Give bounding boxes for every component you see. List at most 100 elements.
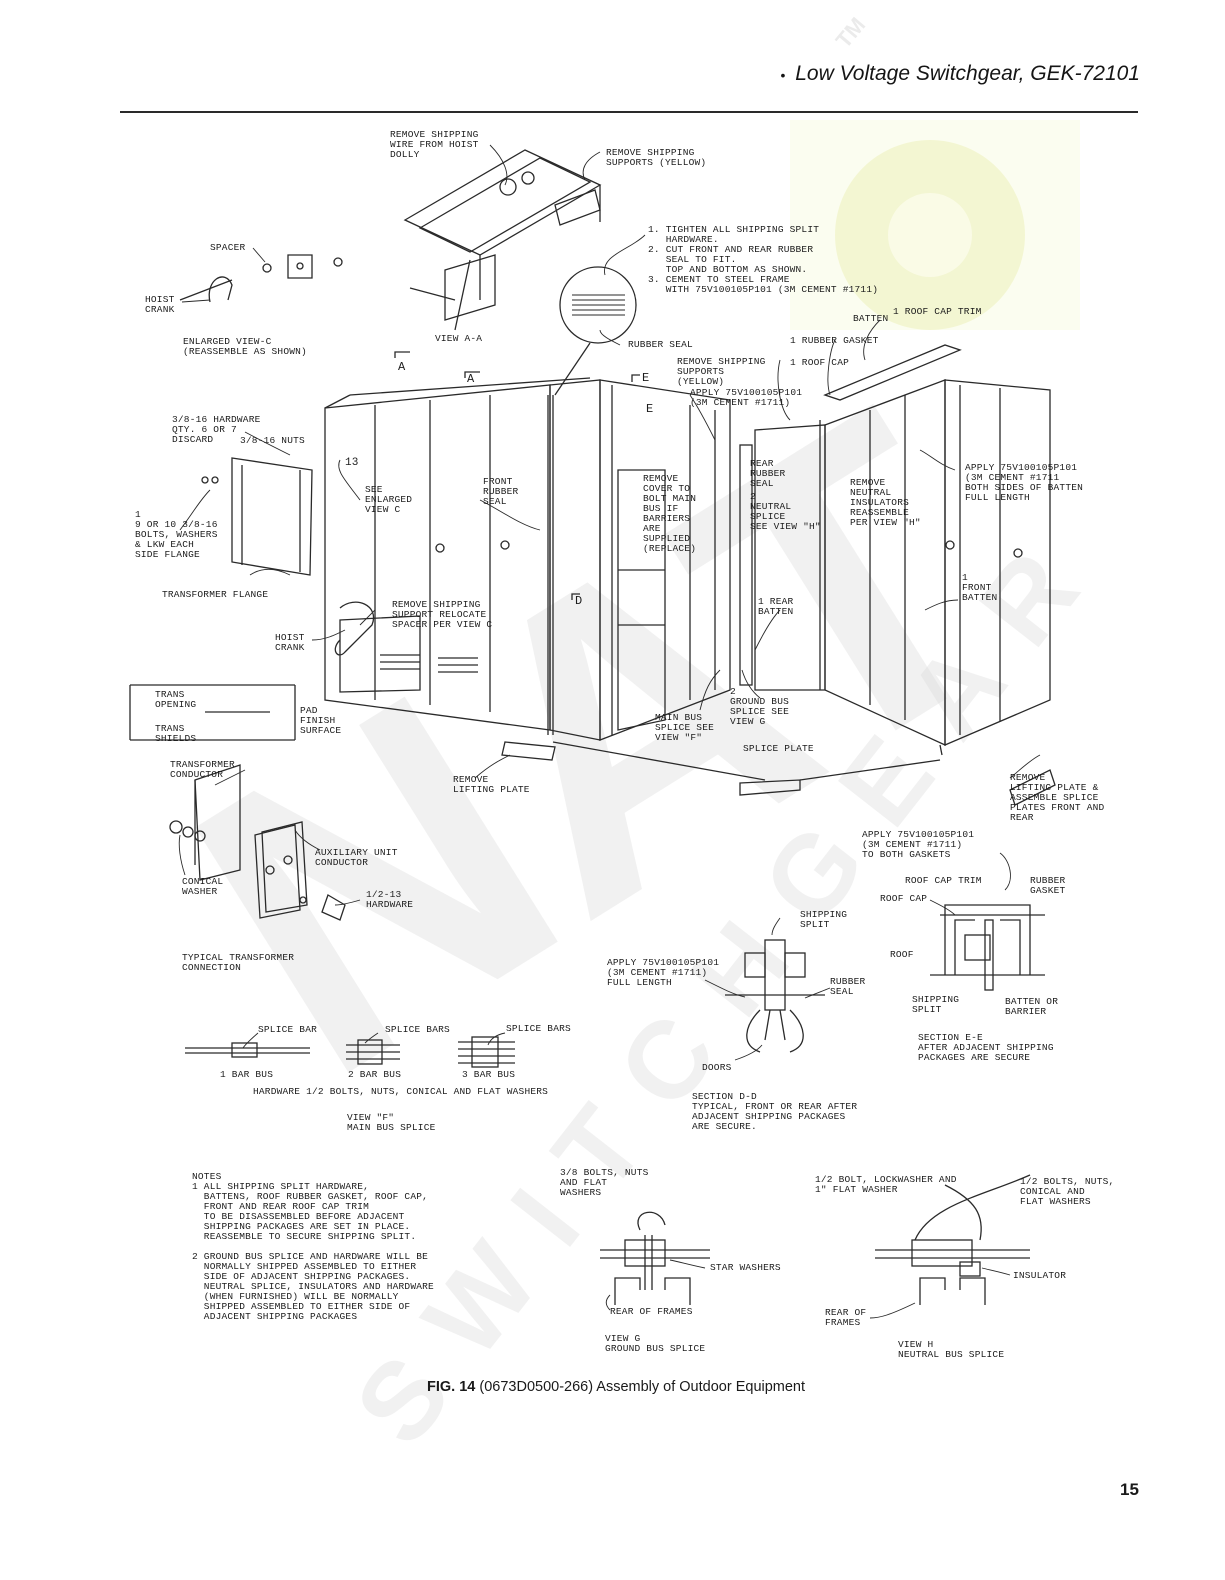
label-see-enlarged-view-c: SEE ENLARGED VIEW C [365,484,413,515]
label-bolt-lockwasher: 1/2 BOLT, LOCKWASHER AND 1" FLAT WASHER [815,1174,957,1195]
label-enlarged-view-c: ENLARGED VIEW-C (REASSEMBLE AS SHOWN) [183,336,307,357]
label-trans-shields: TRANS SHIELDS [155,723,197,744]
label-notes: NOTES 1 ALL SHIPPING SPLIT HARDWARE, BAT… [192,1171,434,1322]
figure-caption: FIG. 14 (0673D0500-266) Assembly of Outd… [427,1379,805,1395]
header-rule [120,111,1138,113]
lifting-plate-right [1009,769,1056,806]
label-star-washers: STAR WASHERS [710,1262,781,1273]
label-remove-support-relocate: REMOVE SHIPPING SUPPORT RELOCATE SPACER … [392,599,493,630]
label-splice-bar: SPLICE BAR [258,1024,318,1035]
hoist-crank-drawing [334,601,375,656]
label-transformer-conductor: TRANSFORMER CONDUCTOR [170,759,235,780]
label-hardware-bolts: HARDWARE 1/2 BOLTS, NUTS, CONICAL AND FL… [253,1086,549,1097]
label-ground-bus-splice-g: 2 GROUND BUS SPLICE SEE VIEW G [730,686,790,727]
label-remove-neutral-insulators: REMOVE NEUTRAL INSULATORS REASSEMBLE PER… [850,477,921,528]
label-section-dd: SECTION D-D TYPICAL, FRONT OR REAR AFTER… [692,1091,858,1132]
label-apply-cement-batten: APPLY 75V100105P101 (3M CEMENT #1711 BOT… [965,462,1084,503]
label-bolts-nuts-flat: 3/8 BOLTS, NUTS AND FLAT WASHERS [560,1167,649,1198]
label-transformer-flange: TRANSFORMER FLANGE [162,589,269,600]
label-apply-cement-full-length: APPLY 75V100105P101 (3M CEMENT #1711) FU… [607,957,720,988]
label-remove-lifting-plate: REMOVE LIFTING PLATE [453,774,530,795]
label-instructions: 1. TIGHTEN ALL SHIPPING SPLIT HARDWARE. … [648,224,879,295]
label-rubber-gasket-top: 1 RUBBER GASKET [790,335,879,346]
label-rear-of-frames-g: REAR OF FRAMES [610,1306,693,1317]
figure-number: FIG. 14 [427,1379,476,1395]
label-hoist-crank-c: HOIST CRANK [145,294,175,315]
label-shipping-split-d: SHIPPING SPLIT [800,909,848,930]
label-auxiliary-unit-conductor: AUXILIARY UNIT CONDUCTOR [315,847,398,868]
section-ee-drawing [930,904,1045,991]
label-splice-bars-3: SPLICE BARS [506,1023,571,1034]
section-a-right-label: A [467,372,475,386]
label-main-bus-splice: MAIN BUS SPLICE SEE VIEW "F" [655,712,715,743]
label-rubber-seal-top: RUBBER SEAL [628,339,693,350]
label-bolts-washers: 1 9 OR 10 3/8-16 BOLTS, WASHERS & LKW EA… [135,509,218,560]
label-hardware-1213: 1/2-13 HARDWARE [366,889,414,910]
label-hardware-discard: 3/8-16 HARDWARE QTY. 6 OR 7 DISCARD [172,414,261,445]
label-view-f: VIEW "F" MAIN BUS SPLICE [347,1112,436,1133]
section-d-label: D [575,594,583,608]
label-bar-bus-2: 2 BAR BUS [348,1069,402,1080]
view-h-drawing [875,1174,1031,1305]
header-title: Low Voltage Switchgear, GEK-72101 [795,62,1140,85]
label-view-aa: VIEW A-A [435,333,483,344]
label-insulator: INSULATOR [1013,1270,1067,1281]
label-apply-cement-mid: APPLY 75V100105P101 (3M CEMENT #1711) [690,387,803,408]
label-remove-lifting-plate-assemble: REMOVE LIFTING PLATE & ASSEMBLE SPLICE P… [1010,772,1105,823]
label-roof-cap-e: ROOF CAP [880,893,928,904]
switchgear-right-section [819,344,1051,756]
label-front-rubber-seal: FRONT RUBBER SEAL [483,476,519,507]
label-apply-cement-gaskets: APPLY 75V100105P101 (3M CEMENT #1711) TO… [862,829,975,860]
label-splice-bars-2: SPLICE BARS [385,1024,450,1035]
label-batten-or-barrier: BATTEN OR BARRIER [1005,996,1059,1017]
label-bar-bus-3: 3 BAR BUS [462,1069,516,1080]
label-batten-top: BATTEN [853,313,889,324]
label-pad-finish-surface: PAD FINISH SURFACE [300,705,342,736]
label-trans-opening: TRANS OPENING [155,689,197,710]
label-doors: DOORS [702,1062,732,1073]
label-hoist-crank-main: HOIST CRANK [275,632,305,653]
figure-caption-text: (0673D0500-266) Assembly of Outdoor Equi… [479,1379,806,1395]
label-rear-batten: 1 REAR BATTEN [758,596,794,617]
splice-plate [739,779,801,796]
label-shipping-split-e: SHIPPING SPLIT [912,994,960,1015]
label-typical-transformer-connection: TYPICAL TRANSFORMER CONNECTION [182,952,295,973]
label-nuts-3816: 3/8-16 NUTS [240,435,305,446]
label-spacer: SPACER [210,242,246,253]
label-rubber-seal-d: RUBBER SEAL [830,976,866,997]
label-roof-e: ROOF [890,949,914,960]
section-markers [394,351,640,600]
label-remove-supports-yellow-top: REMOVE SHIPPING SUPPORTS (YELLOW) [606,147,707,168]
label-bar-bus-1: 1 BAR BUS [220,1069,274,1080]
label-rear-of-frames-h: REAR OF FRAMES [825,1307,867,1328]
section-e-top-label: E [642,371,650,385]
label-conical-washer: CONICAL WASHER [182,876,224,897]
switchgear-left-section [324,377,601,741]
label-splice-plate: SPLICE PLATE [743,743,814,754]
trans-opening-drawing [129,684,296,741]
view-aa-hoist-dolly [403,149,602,331]
label-neutral-splice: 2 NEUTRAL SPLICE SEE VIEW "H" [750,491,821,532]
label-roof-cap-top: 1 ROOF CAP [790,357,850,368]
label-remove-cover: REMOVE COVER TO BOLT MAIN BUS IF BARRIER… [643,473,697,554]
rubber-seal-detail-circle [559,266,637,344]
bullet-icon: • [780,67,786,83]
label-remove-wire-hoist: REMOVE SHIPPING WIRE FROM HOIST DOLLY [390,129,479,160]
label-roof-cap-trim-e: ROOF CAP TRIM [905,875,982,886]
label-bolts-nuts-conical: 1/2 BOLTS, NUTS, CONICAL AND FLAT WASHER… [1020,1176,1115,1207]
section-a-left-label: A [398,360,406,374]
page-header: • Low Voltage Switchgear, GEK-72101 [770,62,1140,86]
transformer-flange [201,457,313,576]
switchgear-middle-section [599,379,826,741]
label-rear-rubber-seal: REAR RUBBER SEAL [750,458,786,489]
tag-13-label: 13 [345,457,359,469]
label-view-g: VIEW G GROUND BUS SPLICE [605,1333,706,1354]
enlarged-view-c [179,254,343,303]
label-roof-cap-trim-top: 1 ROOF CAP TRIM [893,306,982,317]
lifting-plate-left [501,741,556,761]
view-g-drawing [600,1211,710,1305]
transformer-connection-drawing [169,764,346,921]
page-number: 15 [1120,1480,1139,1499]
label-view-h: VIEW H NEUTRAL BUS SPLICE [898,1339,1005,1360]
